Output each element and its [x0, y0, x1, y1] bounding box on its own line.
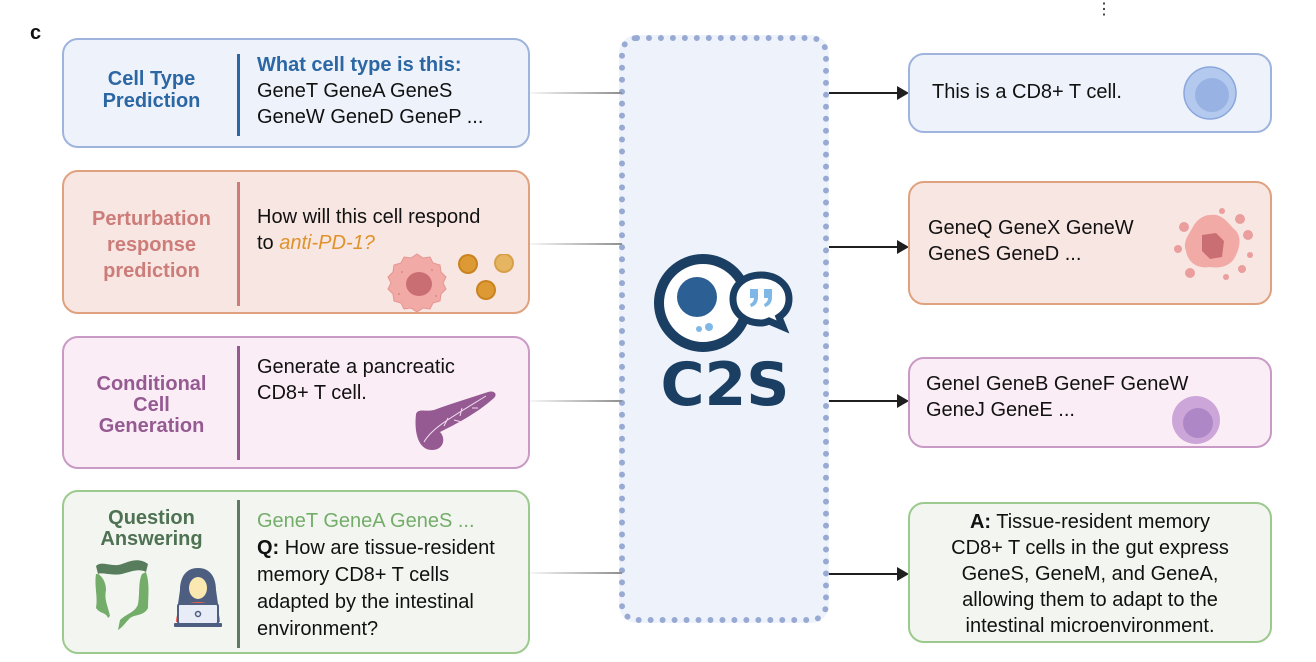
- researcher-laptop-icon: [174, 568, 222, 627]
- task-conditional-cell-generation: Conditional Cell Generation Generate a p…: [62, 336, 530, 469]
- divider: [237, 54, 240, 136]
- output-generated-cell: GeneI GeneB GeneF GeneW GeneJ GeneE ...: [908, 357, 1272, 448]
- title-line: Conditional: [96, 373, 207, 395]
- question-line: adapted by the intestinal: [257, 591, 474, 613]
- answer-line: A: Tissue-resident memory: [910, 509, 1270, 535]
- drug-molecule-icon: [458, 254, 514, 300]
- task-prompt: Generate a pancreatic CD8+ T cell.: [257, 354, 455, 406]
- output-text: A: Tissue-resident memory CD8+ T cells i…: [910, 509, 1270, 639]
- output-text: GeneI GeneB GeneF GeneW GeneJ GeneE ...: [926, 371, 1188, 423]
- arrow-output2: [829, 240, 909, 254]
- connector-task1: [530, 92, 622, 94]
- output-perturbation: GeneQ GeneX GeneW GeneS GeneD ...: [908, 181, 1272, 305]
- generated-cell-icon: [1172, 396, 1220, 444]
- prompt-line: Generate a pancreatic: [257, 356, 455, 378]
- task-title: Question Answering: [64, 508, 239, 550]
- question-text: How are tissue-resident: [279, 537, 495, 559]
- drug-name: anti-PD-1: [279, 232, 364, 254]
- answer-line: GeneS, GeneM, and GeneA,: [961, 563, 1219, 585]
- output-line: GeneQ GeneX GeneW: [928, 217, 1134, 239]
- output-text: This is a CD8+ T cell.: [932, 81, 1122, 103]
- answer-line: intestinal microenvironment.: [965, 615, 1215, 637]
- question-line: memory CD8+ T cells: [257, 564, 450, 586]
- connector-task2: [530, 243, 622, 245]
- task-title: Conditional Cell Generation: [64, 374, 239, 437]
- arrow-output1: [829, 86, 909, 100]
- output-line: GeneI GeneB GeneF GeneW: [926, 373, 1189, 395]
- task-perturbation-response: Perturbation response prediction How wil…: [62, 170, 530, 314]
- task-prompt: What cell type is this: GeneT GeneA Gene…: [257, 52, 483, 130]
- prompt-heading: What cell type is this:: [257, 54, 462, 76]
- task-title: Perturbation response prediction: [64, 206, 239, 284]
- c2s-model-hub: C2S: [619, 35, 829, 623]
- connector-task3: [530, 400, 622, 402]
- output-line: GeneJ GeneE ...: [926, 399, 1075, 421]
- prompt-line: How will this cell respond: [257, 206, 481, 228]
- arrow-output4: [829, 567, 909, 581]
- divider: [237, 346, 240, 460]
- task-title: Cell Type Prediction: [102, 68, 201, 112]
- task-cell-type-prediction: Cell Type Prediction What cell type is t…: [62, 38, 530, 148]
- intestine-icon: [95, 560, 149, 630]
- t-cell-icon: [1183, 66, 1237, 120]
- pancreas-icon: [415, 391, 496, 450]
- title-line: Perturbation: [92, 208, 211, 230]
- title-line: prediction: [103, 260, 200, 282]
- prompt-line: GeneW GeneD GeneP ...: [257, 106, 484, 128]
- c2s-logo-icon: C2S: [654, 254, 793, 417]
- divider: [237, 500, 240, 648]
- prompt-end: ?: [363, 232, 375, 254]
- task-prompt: GeneT GeneA GeneS ... Q: How are tissue-…: [257, 508, 495, 643]
- prompt-line: CD8+ T cell.: [257, 382, 367, 404]
- panel-label: c: [30, 22, 42, 44]
- title-line: Question: [108, 507, 195, 529]
- task-prompt: How will this cell respond to anti-PD-1?: [257, 204, 480, 256]
- output-answer: A: Tissue-resident memory CD8+ T cells i…: [908, 502, 1272, 643]
- question-line: Q: How are tissue-resident: [257, 535, 495, 562]
- output-line: GeneS GeneD ...: [928, 243, 1082, 265]
- a-label: A:: [969, 511, 992, 533]
- task-question-answering: Question Answering GeneT GeneA GeneS ...…: [62, 490, 530, 654]
- c2s-logo-text: C2S: [661, 350, 790, 417]
- title-line: Generation: [98, 415, 205, 437]
- prompt-line: GeneT GeneA GeneS: [257, 80, 453, 102]
- answer-line: allowing them to adapt to the: [962, 589, 1218, 611]
- title-line: Cell: [133, 394, 170, 416]
- tumor-cell-icon: [387, 253, 447, 313]
- prompt-to: to: [257, 232, 280, 254]
- perturbed-cell-icon: [1174, 208, 1253, 280]
- answer-line: CD8+ T cells in the gut express: [951, 537, 1229, 559]
- title-line: response: [107, 234, 196, 256]
- title-line: Answering: [100, 528, 203, 550]
- divider: [237, 182, 240, 306]
- answer-text: Tissue-resident memory: [991, 511, 1211, 533]
- input-genes: GeneT GeneA GeneS ...: [257, 510, 475, 532]
- prompt-line: to anti-PD-1?: [257, 230, 480, 256]
- question-line: environment?: [257, 618, 379, 640]
- output-cell-type: This is a CD8+ T cell.: [908, 53, 1272, 133]
- output-text: GeneQ GeneX GeneW GeneS GeneD ...: [928, 215, 1134, 267]
- q-label: Q:: [257, 537, 280, 559]
- more-options-icon[interactable]: ⋮: [1096, 1, 1112, 18]
- arrow-output3: [829, 394, 909, 408]
- connector-task4: [530, 572, 622, 574]
